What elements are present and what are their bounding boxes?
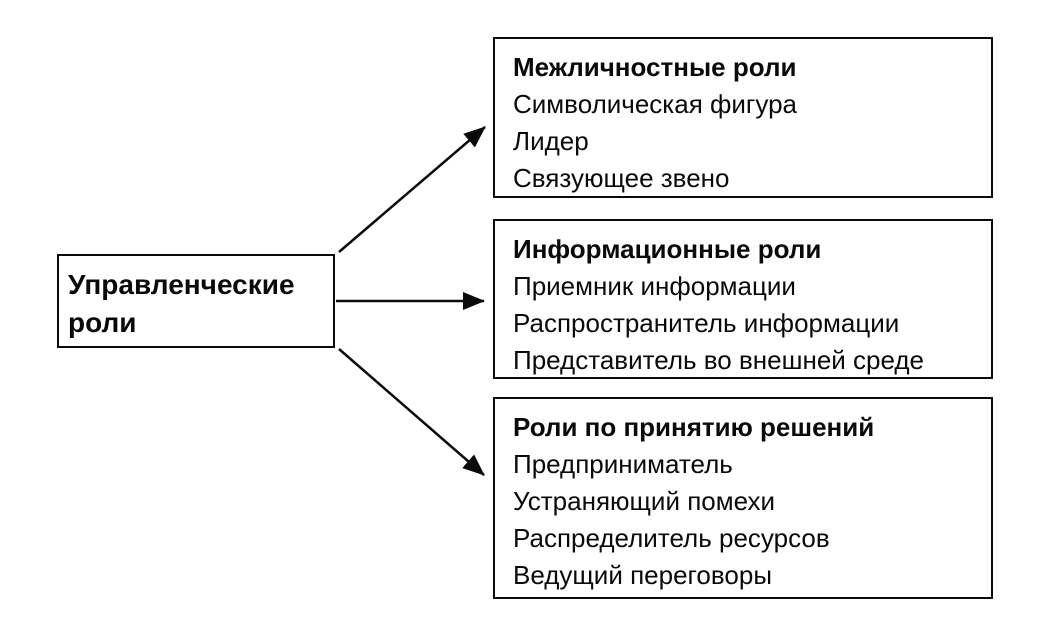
role-item: Устраняющий помехи bbox=[513, 486, 776, 516]
arrow-to-decision-roles bbox=[338, 348, 485, 476]
node-interpersonal-roles: Межличностные роли Символическая фигура … bbox=[493, 37, 993, 198]
role-item: Символическая фигура bbox=[513, 89, 798, 119]
role-item: Ведущий переговоры bbox=[513, 560, 773, 590]
node-informational-roles: Информационные роли Приемник информации … bbox=[493, 219, 993, 379]
role-item: Представитель во внешней среде bbox=[513, 345, 925, 375]
node-informational-roles-title: Информационные роли bbox=[513, 234, 822, 264]
node-managerial-roles-title: Управленческие роли bbox=[68, 269, 295, 338]
node-decision-roles: Роли по принятию решений Предприниматель… bbox=[493, 397, 993, 599]
role-item: Предприниматель bbox=[513, 449, 733, 479]
role-item: Лидер bbox=[513, 126, 589, 156]
role-item: Приемник информации bbox=[513, 271, 796, 301]
node-managerial-roles: Управленческие роли bbox=[57, 254, 335, 348]
node-interpersonal-roles-title: Межличностные роли bbox=[513, 52, 797, 82]
arrow-to-interpersonal-roles bbox=[338, 126, 486, 253]
role-item: Распределитель ресурсов bbox=[513, 523, 830, 553]
role-item: Связующее звено bbox=[513, 163, 730, 193]
node-decision-roles-title: Роли по принятию решений bbox=[513, 412, 875, 442]
role-item: Распространитель информации bbox=[513, 308, 900, 338]
